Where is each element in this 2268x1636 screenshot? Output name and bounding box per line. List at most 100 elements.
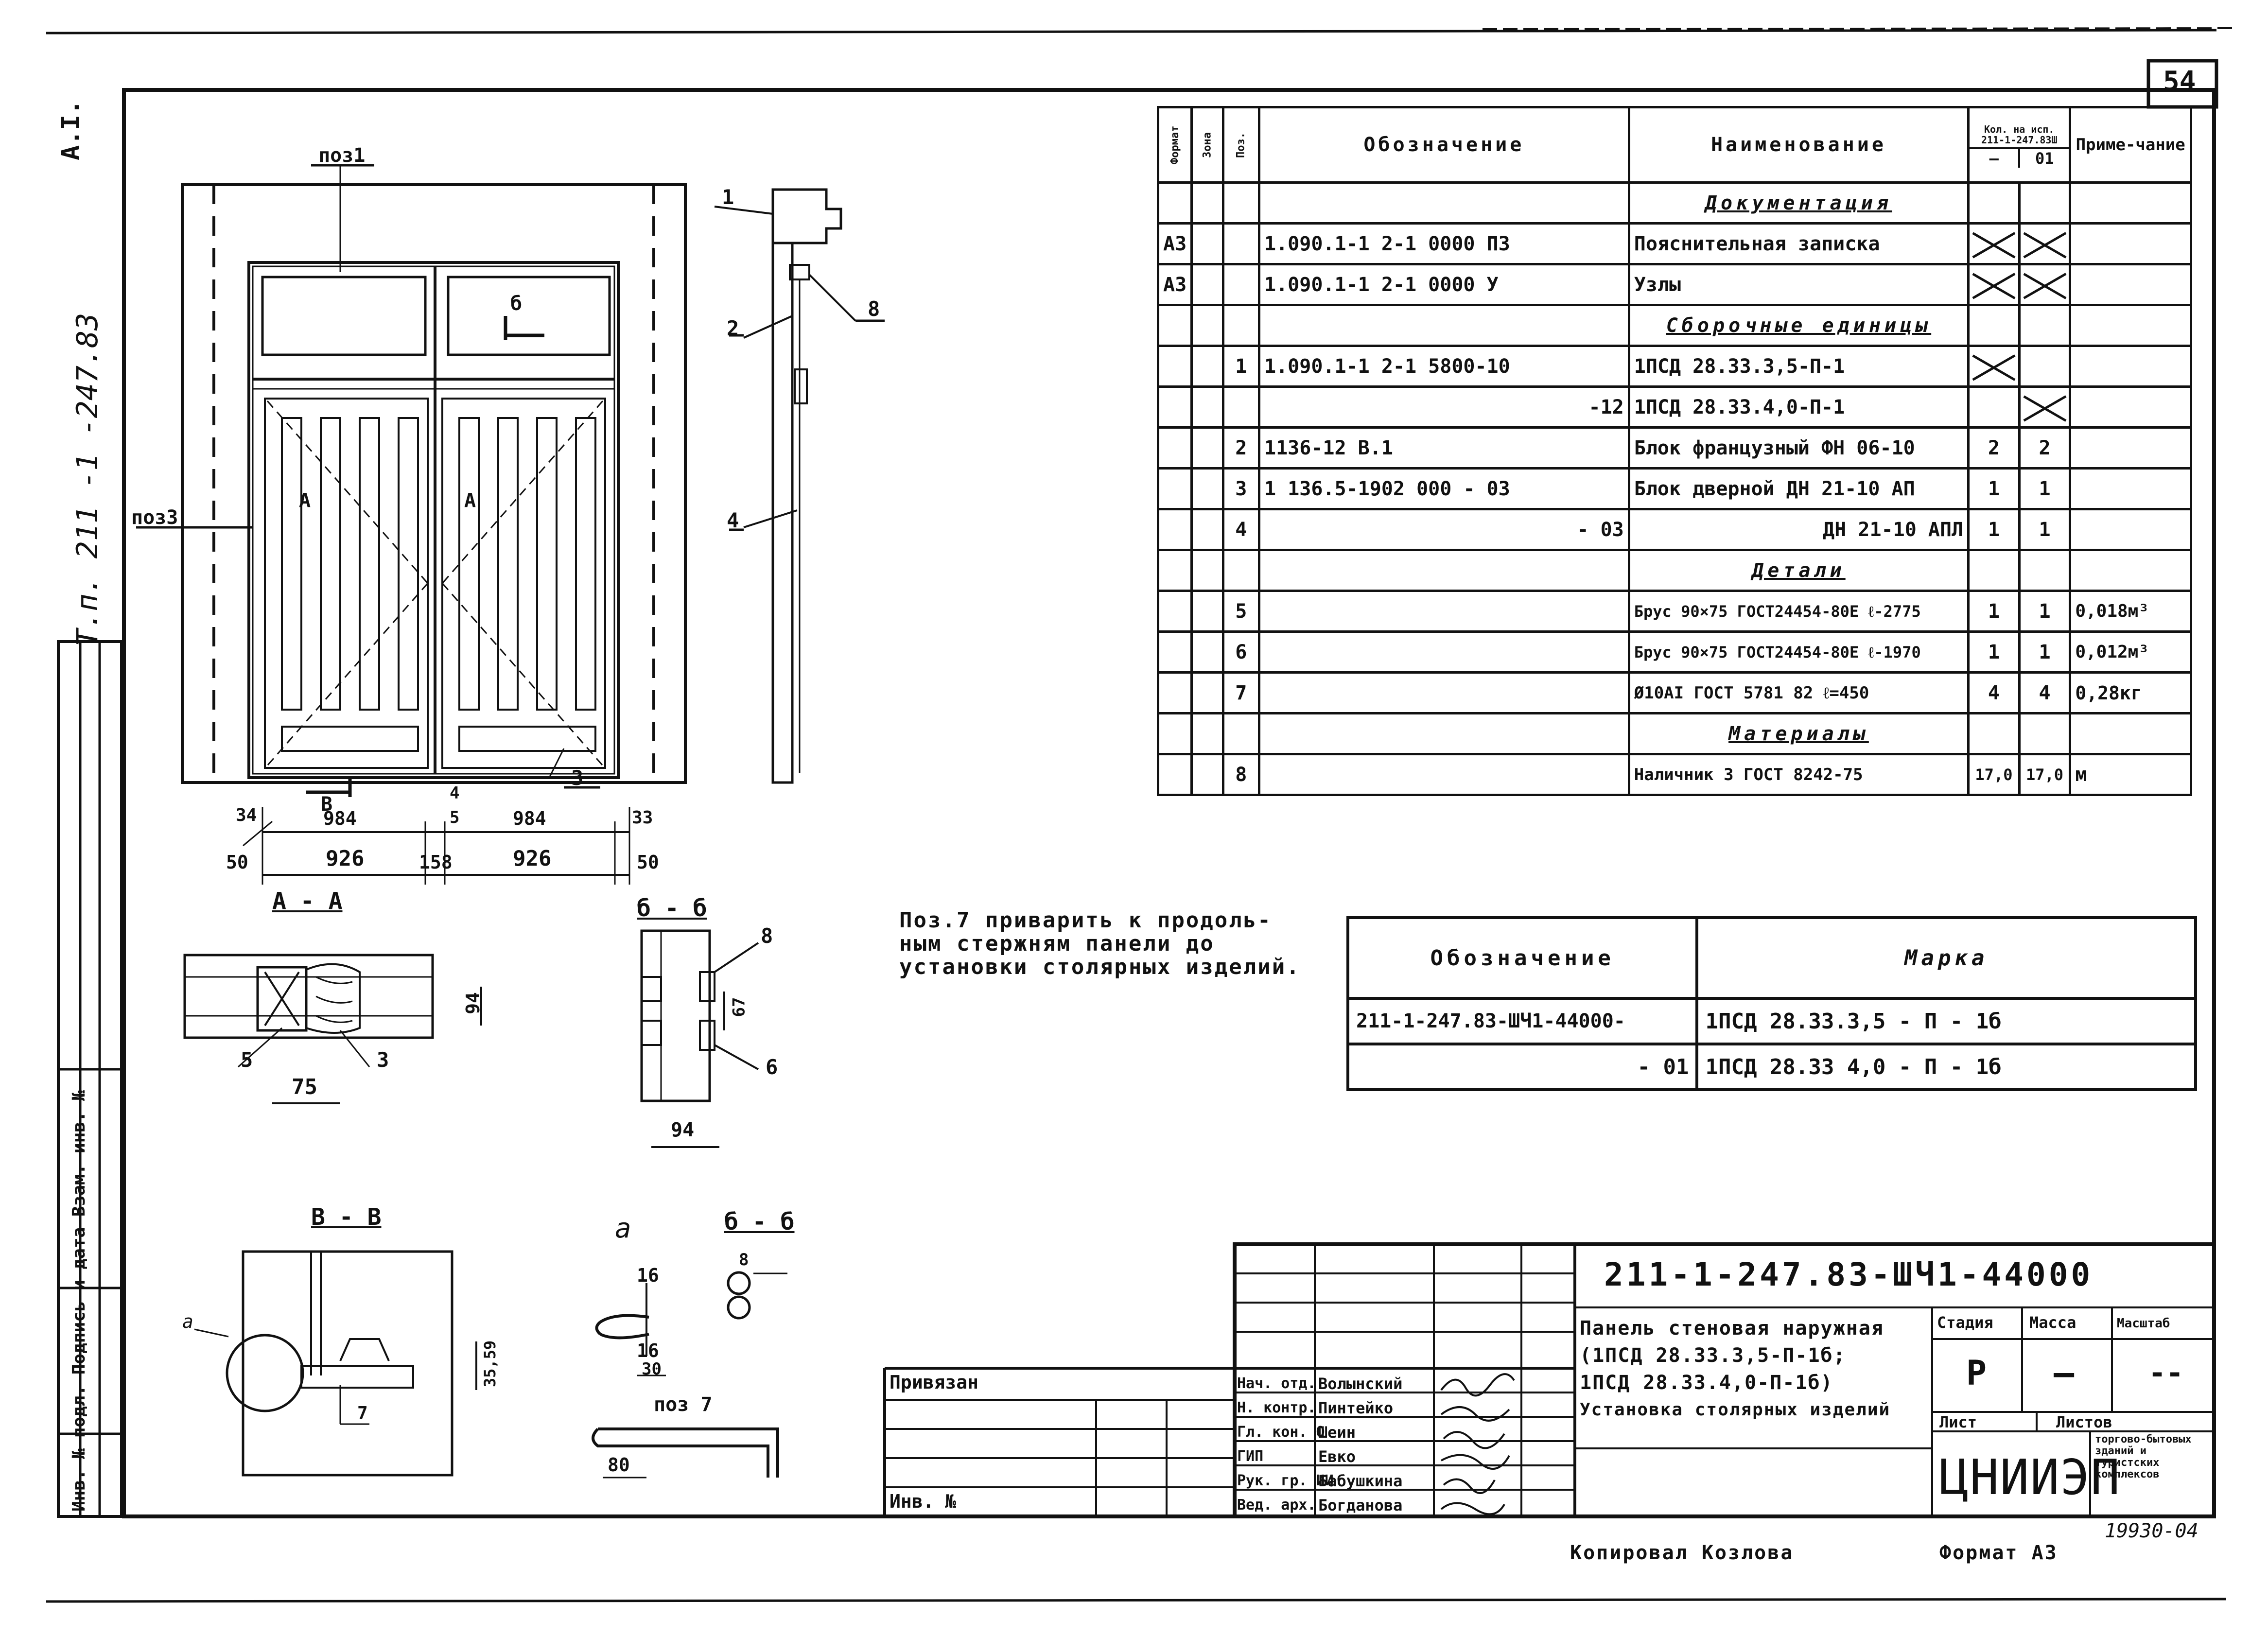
col-qty-a: — <box>1971 149 2021 168</box>
dim-50-left: 50 <box>226 852 248 873</box>
dim-33: 33 <box>632 808 653 828</box>
section-mark-a-left: А <box>299 489 311 512</box>
callout-6: 6 <box>766 1055 778 1079</box>
signature-names: Волынский Пинтейко Шеин Евко Бабушкина Б… <box>1318 1372 1402 1517</box>
dim-35-59: 35,59 <box>481 1340 500 1388</box>
dim-984-left: 984 <box>323 808 357 829</box>
mass-value: — <box>2054 1353 2075 1393</box>
callout-8b: 8 <box>761 924 773 948</box>
scale-header: Масштаб <box>2117 1316 2170 1331</box>
person-name: Шеин <box>1318 1423 1356 1442</box>
margin-stamp-labels: Инв. № подл. Подпись и дата Взам. инв. № <box>69 1090 89 1512</box>
section-mark-b: б <box>510 293 523 315</box>
callout-2: 2 <box>727 316 739 340</box>
person-name: Волынский <box>1318 1375 1403 1393</box>
role-label: Нач. отд. <box>1237 1375 1316 1392</box>
col-qty: Кол. на исп. 211-1-247.83Ш <box>1971 122 2068 149</box>
mark-col-mark: Марка <box>1695 916 2197 1000</box>
person-name: Богданова <box>1318 1496 1403 1514</box>
specification-table: Формат Зона Поз. Обозначение Наименовани… <box>1156 106 2192 796</box>
dim-926-left: 926 <box>326 846 365 871</box>
role-label: ГИП <box>1237 1448 1264 1465</box>
cross-mark <box>1967 222 2021 265</box>
col-name: Наименование <box>1627 106 1970 184</box>
detail-title-poz7: поз 7 <box>654 1393 713 1416</box>
copied-by: Копировал Козлова <box>1570 1542 1794 1564</box>
person-name: Бабушкина <box>1318 1472 1403 1490</box>
mark-table: Обозначение Марка 211-1-247.83-ШЧ1-44000… <box>1346 916 2197 1091</box>
organization-subtitle: торгово-бытовых зданий и туристских комп… <box>2095 1433 2192 1480</box>
sheets-header: Листов <box>2056 1413 2112 1431</box>
privyazan-label: Привязан <box>890 1372 979 1393</box>
section-title-bb: б - б <box>637 895 707 922</box>
dim-80: 80 <box>608 1454 630 1476</box>
person-name: Евко <box>1318 1447 1356 1466</box>
cross-mark <box>2018 263 2072 306</box>
section-parts: Детали <box>1627 549 1970 592</box>
callout-5: 5 <box>241 1048 253 1072</box>
dim-158: 158 <box>419 852 453 873</box>
role-label: Вед. арх. <box>1237 1497 1316 1514</box>
dim-50-right: 50 <box>637 852 659 873</box>
col-zone: Зона <box>1191 107 1223 183</box>
note-line: Поз.7 приварить к продоль- <box>899 908 1272 933</box>
note-line: установки столярных изделий. <box>899 955 1301 979</box>
section-materials: Материалы <box>1627 712 1970 755</box>
album-label: А.I. <box>56 99 86 160</box>
col-pos: Поз. <box>1223 107 1259 183</box>
organization-logo: ЦНИИЭП <box>1939 1449 2121 1506</box>
role-label: Гл. кон. О <box>1237 1424 1325 1441</box>
document-code: 211-1-247.83-ШЧ1-44000 <box>1604 1256 2094 1293</box>
callout-7: 7 <box>357 1403 368 1423</box>
callout-1: 1 <box>722 185 734 209</box>
table-row: - 01 1ПСД 28.33 4,0 - П - 1б <box>1346 1043 2197 1091</box>
title-line: Установка столярных изделий <box>1580 1400 1891 1420</box>
note-block: Поз.7 приварить к продоль- ным стержням … <box>899 909 1301 979</box>
dim-4: 4 <box>450 783 460 803</box>
dim-94-vertical: 94 <box>462 992 484 1014</box>
dim-75: 75 <box>292 1075 317 1099</box>
note-line: ным стержням панели до <box>899 931 1215 956</box>
section-assemblies: Сборочные единицы <box>1627 304 1970 347</box>
callout-8: 8 <box>868 297 880 321</box>
signature-scribbles <box>1440 1373 1515 1515</box>
dim-94-horizontal: 94 <box>671 1119 695 1141</box>
section-mark-a-right: А <box>464 489 476 512</box>
sheet-format: Формат А3 <box>1939 1542 2058 1564</box>
scale-value: -- <box>2148 1356 2184 1390</box>
dim-16-bottom: 16 <box>637 1340 659 1361</box>
page-number: 54 <box>2163 66 2196 97</box>
project-code-vertical: Т.п. 211 -1 -247.83 <box>70 313 105 646</box>
section-title-vv: В - В <box>311 1203 382 1231</box>
stage-value: Р <box>1966 1353 1987 1393</box>
dim-984-right: 984 <box>513 808 546 829</box>
title-line: Панель стеновая наружная <box>1580 1317 1884 1340</box>
document-title: Панель стеновая наружная (1ПСД 28.33.3,5… <box>1580 1315 1890 1424</box>
cross-mark <box>2018 222 2072 265</box>
sheet-header: Лист <box>1939 1413 1977 1431</box>
section-mark-v: В <box>321 793 333 816</box>
cross-mark <box>1967 345 2021 388</box>
role-label: Рук. гр. ИИ <box>1237 1472 1334 1489</box>
callout-3b: 3 <box>377 1048 389 1072</box>
dim-30: 30 <box>642 1359 662 1379</box>
col-note: Приме-чание <box>2069 106 2192 184</box>
col-format: Формат <box>1158 107 1192 183</box>
signature-roles: Нач. отд. Н. контр. Гл. кон. О ГИП Рук. … <box>1237 1372 1334 1517</box>
dim-8: 8 <box>739 1250 749 1270</box>
title-line: 1ПСД 28.33.4,0-П-1б) <box>1580 1372 1833 1394</box>
stage-header: Стадия <box>1937 1313 1993 1332</box>
dim-34: 34 <box>236 805 257 825</box>
